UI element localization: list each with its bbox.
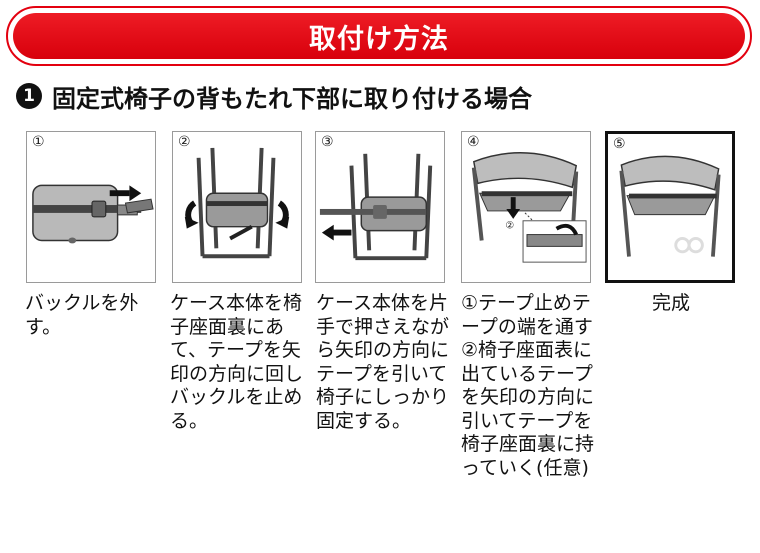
step-4-sub-number: ② bbox=[505, 221, 514, 232]
step-4-caption: ①テープ止めテープの端を通す ②椅子座面表に出ているテープを矢印の方向に引いてテ… bbox=[461, 292, 595, 479]
step-4-drawing: ② bbox=[471, 152, 587, 263]
step-3-drawing bbox=[319, 153, 433, 261]
title-banner: 取付け方法 bbox=[6, 6, 752, 66]
step-3-number: ③ bbox=[321, 134, 334, 150]
section-title: 固定式椅子の背もたれ下部に取り付ける場合 bbox=[52, 84, 532, 113]
step-5-caption: 完成 bbox=[651, 292, 690, 314]
step-5-number: ⑤ bbox=[613, 136, 626, 152]
step-4-illustration: ④ ② bbox=[461, 131, 591, 283]
step-1-drawing bbox=[32, 184, 154, 244]
step-1-caption: バックルを外す。 bbox=[25, 292, 139, 338]
step-4-number: ④ bbox=[467, 134, 480, 150]
section-heading: 1 固定式椅子の背もたれ下部に取り付ける場合 bbox=[16, 80, 532, 113]
section-number-badge: 1 bbox=[16, 83, 42, 109]
step-5-drawing bbox=[619, 155, 721, 257]
step-2-drawing bbox=[184, 147, 290, 259]
step-2-illustration: ② bbox=[172, 131, 302, 283]
step-3-caption: ケース本体を片手で押さえながら矢印の方向にテープを引いて椅子にしっかり固定する。 bbox=[316, 292, 450, 432]
banner-title: 取付け方法 bbox=[309, 23, 449, 55]
title-banner-fill: 取付け方法 bbox=[13, 13, 745, 59]
step-3-illustration: ③ bbox=[315, 131, 445, 283]
step-5-illustration: ⑤ bbox=[605, 131, 735, 283]
step-1-number: ① bbox=[32, 134, 45, 150]
step-1-illustration: ① bbox=[26, 131, 156, 283]
step-2-caption: ケース本体を椅子座面裏にあて、テープを矢印の方向に回しバックルを止める。 bbox=[170, 292, 304, 432]
step-2-number: ② bbox=[178, 134, 191, 150]
